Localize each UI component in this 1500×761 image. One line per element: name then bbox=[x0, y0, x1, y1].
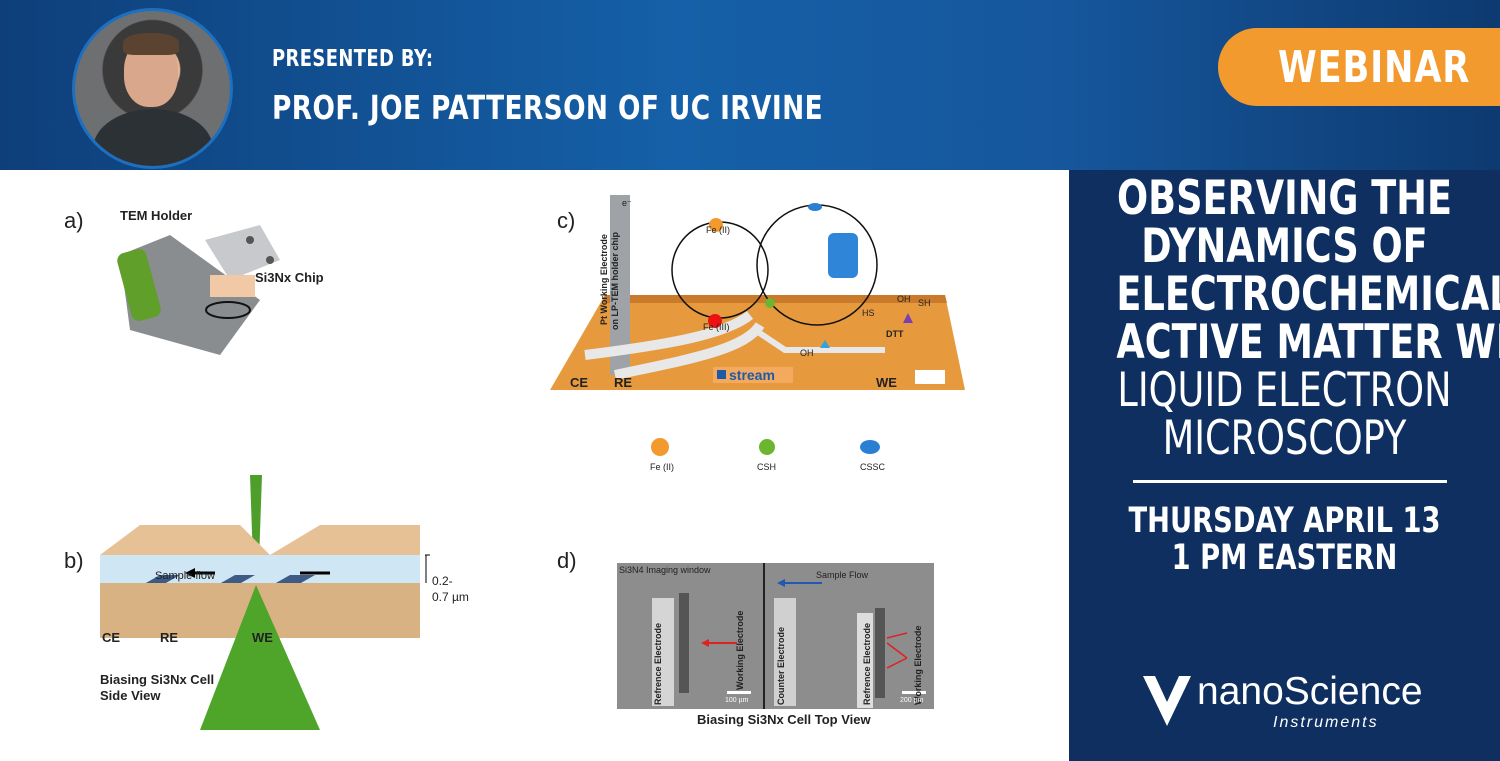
panel-c-hs-label: HS bbox=[862, 308, 875, 318]
panel-d-caption: Biasing Si3Nx Cell Top View bbox=[697, 712, 871, 727]
webinar-badge-label: WEBINAR bbox=[1278, 42, 1471, 93]
panel-c-dtt-label: DTT bbox=[886, 329, 904, 339]
panel-d-letter: d) bbox=[557, 548, 577, 573]
tem-holder-illustration bbox=[117, 225, 280, 355]
panel-b-caption-2: Side View bbox=[100, 688, 161, 703]
panel-b-thickness-2: 0.7 µm bbox=[432, 590, 469, 604]
panel-c-fe3-label: Fe (III) bbox=[703, 322, 730, 332]
logo-mark-icon bbox=[1143, 676, 1191, 726]
title-divider bbox=[1133, 480, 1447, 483]
logo-subtitle: Instruments bbox=[1273, 714, 1379, 731]
panel-c-fe2-label: Fe (II) bbox=[706, 225, 730, 235]
panel-d-window-label: Si3N4 Imaging window bbox=[619, 565, 711, 575]
side-view-illustration bbox=[100, 475, 430, 730]
title-line: LIQUID ELECTRON bbox=[1117, 363, 1452, 418]
presenter-photo bbox=[72, 8, 233, 169]
title-line: ACTIVE MATTER WITH bbox=[1116, 315, 1500, 370]
panel-d-scale1: 100 µm bbox=[725, 697, 749, 704]
panel-c-sh-label: SH bbox=[918, 298, 931, 308]
header-banner: PRESENTED BY: PROF. JOE PATTERSON OF UC … bbox=[0, 0, 1500, 170]
panel-c-legend-csh: CSH bbox=[757, 462, 777, 472]
panel-b-ce-label: CE bbox=[102, 630, 121, 645]
panel-d-ref2-label: Refrence Electrode bbox=[862, 622, 872, 705]
research-figure: a) TEM Holder Si3Nx Chip b) Sample flow … bbox=[0, 170, 1069, 761]
panel-c-oh2-label: OH bbox=[800, 348, 814, 358]
panel-d-counter-label: Counter Electrode bbox=[776, 626, 786, 705]
event-date-line: THURSDAY APRIL 13 bbox=[1128, 501, 1441, 541]
logo-name: nanoScience bbox=[1197, 670, 1423, 713]
photo-hair bbox=[123, 33, 179, 55]
panel-d-ref1-label: Refrence Electrode bbox=[653, 622, 663, 705]
panel-c-brand-label: stream bbox=[729, 367, 775, 383]
panel-d-scale2: 200 µm bbox=[900, 697, 924, 704]
panel-b-thickness-1: 0.2- bbox=[432, 574, 453, 588]
panel-c-ce-label: CE bbox=[570, 375, 589, 390]
panel-c-legend-fe: Fe (II) bbox=[650, 462, 674, 472]
panel-a-chip-label: Si3Nx Chip bbox=[255, 270, 324, 285]
panel-b-caption-1: Biasing Si3Nx Cell bbox=[100, 672, 215, 687]
panel-c-electrode-label-1: Pt Working Electrode bbox=[599, 234, 609, 325]
title-line: MICROSCOPY bbox=[1162, 411, 1407, 466]
panel-b-we-label: WE bbox=[252, 630, 273, 645]
panel-c-we-label: WE bbox=[876, 375, 897, 390]
panel-c-re-label: RE bbox=[614, 375, 633, 390]
panel-b-letter: b) bbox=[64, 548, 84, 573]
panel-a-letter: a) bbox=[64, 208, 84, 233]
photo-body bbox=[93, 109, 213, 166]
presenter-name: PROF. JOE PATTERSON OF UC IRVINE bbox=[272, 88, 824, 127]
top-view-micrograph bbox=[617, 563, 934, 709]
panel-c-electrode-label-2: on LP-TEM holder chip bbox=[610, 232, 620, 330]
title-line: DYNAMICS OF bbox=[1141, 219, 1428, 274]
webinar-title: OBSERVING THE DYNAMICS OF ELECTROCHEMICA… bbox=[1069, 175, 1500, 463]
panel-d-work2-label: Working Electrode bbox=[913, 625, 923, 705]
panel-a-holder-label: TEM Holder bbox=[120, 208, 193, 223]
panel-c-electron-label: e⁻ bbox=[622, 198, 632, 208]
panel-c-letter: c) bbox=[557, 208, 576, 233]
title-line: OBSERVING THE bbox=[1116, 171, 1453, 226]
presented-by-label: PRESENTED BY: bbox=[272, 46, 434, 72]
panel-b-flow-label: Sample flow bbox=[155, 570, 215, 582]
event-time-line: 1 PM EASTERN bbox=[1171, 538, 1398, 578]
electrochemical-cycle-diagram bbox=[550, 195, 965, 390]
event-info-panel: OBSERVING THE DYNAMICS OF ELECTROCHEMICA… bbox=[1069, 170, 1500, 761]
panel-c-oh1-label: OH bbox=[897, 294, 911, 304]
panel-c-legend-cssc: CSSC bbox=[860, 462, 886, 472]
panel-d-work1-label: Working Electrode bbox=[735, 610, 745, 690]
event-date: THURSDAY APRIL 13 1 PM EASTERN bbox=[1116, 503, 1452, 577]
webinar-badge: WEBINAR bbox=[1218, 28, 1500, 106]
title-line: ELECTROCHEMICALLY bbox=[1116, 267, 1500, 322]
nanoscience-logo: nanoScience Instruments bbox=[1141, 670, 1441, 731]
panel-c-legend-shapes bbox=[651, 438, 880, 456]
panel-b-re-label: RE bbox=[160, 630, 179, 645]
panel-d-flow-label: Sample Flow bbox=[816, 570, 869, 580]
